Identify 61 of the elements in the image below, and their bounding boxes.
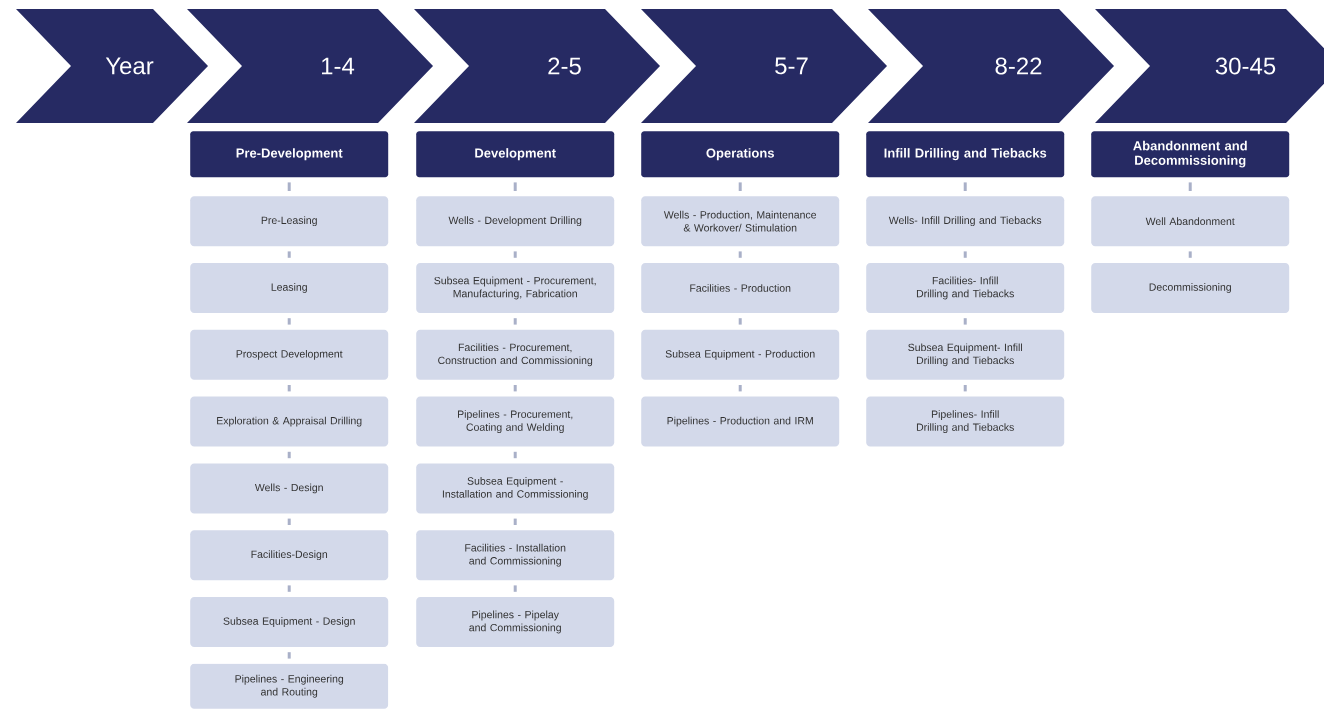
activity-box: Subsea Equipment - Installation and Commissioning: [416, 463, 615, 514]
connector: [287, 585, 291, 592]
phase-header: Pre-Development: [190, 131, 389, 178]
year-band: 1-4: [187, 9, 433, 123]
year-band: 2-5: [414, 9, 660, 123]
connector: [513, 585, 517, 592]
activity-box: Facilities - Production: [641, 263, 840, 313]
connector: [738, 251, 742, 258]
year-band: 8-22: [868, 9, 1114, 123]
activity-box: Prospect Development: [190, 329, 389, 380]
activity-box: Wells - Production, Maintenance & Workover/ Stimulation: [641, 196, 840, 247]
connector: [963, 385, 967, 392]
connector: [1188, 251, 1192, 258]
connector: [287, 385, 291, 392]
connector: [513, 182, 517, 191]
activity-box: Pipelines - Procurement, Coating and Welding: [416, 396, 615, 447]
activity-box: Subsea Equipment- Infill Drilling and Tiebacks: [866, 329, 1065, 380]
phase-header: Abandonment and Decommissioning: [1091, 131, 1290, 178]
connector: [963, 318, 967, 325]
activity-box: Pipelines - Pipelay and Commissioning: [416, 597, 615, 647]
year-band: 30-45: [1095, 9, 1324, 123]
connector: [287, 451, 291, 459]
phase-header: Development: [416, 131, 615, 178]
activity-box: Pre-Leasing: [190, 196, 389, 247]
activity-box: Pipelines- Infill Drilling and Tiebacks: [866, 396, 1065, 447]
activity-box: Wells - Development Drilling: [416, 196, 615, 247]
activity-box: Well Abandonment: [1091, 196, 1290, 247]
activity-box: Subsea Equipment - Production: [641, 329, 840, 380]
activity-box: Wells - Design: [190, 463, 389, 514]
connector: [513, 318, 517, 325]
activity-box: Facilities-Design: [190, 530, 389, 581]
activity-box: Pipelines - Engineering and Routing: [190, 663, 389, 709]
connector: [738, 385, 742, 392]
connector: [513, 385, 517, 392]
connector: [287, 182, 291, 191]
connector: [513, 451, 517, 459]
phase-header: Infill Drilling and Tiebacks: [866, 131, 1065, 178]
year-band: Year: [16, 9, 208, 123]
activity-box: Facilities- Infill Drilling and Tiebacks: [866, 263, 1065, 313]
connector: [513, 518, 517, 525]
activity-box: Exploration & Appraisal Drilling: [190, 396, 389, 447]
activity-box: Pipelines - Production and IRM: [641, 396, 840, 447]
activity-box: Decommissioning: [1091, 263, 1290, 313]
connector: [738, 318, 742, 325]
activity-box: Facilities - Installation and Commissioning: [416, 530, 615, 581]
phase-header: Operations: [641, 131, 840, 178]
connector: [287, 518, 291, 525]
connector: [287, 251, 291, 258]
activity-box: Subsea Equipment - Procurement, Manufacturing, Fabrication: [416, 263, 615, 313]
activity-box: Wells- Infill Drilling and Tiebacks: [866, 196, 1065, 247]
activity-box: Facilities - Procurement, Construction and Commissioning: [416, 329, 615, 380]
connector: [287, 318, 291, 325]
connector: [1188, 182, 1192, 191]
activity-box: Subsea Equipment - Design: [190, 597, 389, 647]
year-band: 5-7: [641, 9, 887, 123]
connector: [738, 182, 742, 191]
activity-box: Leasing: [190, 263, 389, 313]
connector: [963, 251, 967, 258]
connector: [963, 182, 967, 191]
connector: [287, 652, 291, 659]
connector: [513, 251, 517, 258]
